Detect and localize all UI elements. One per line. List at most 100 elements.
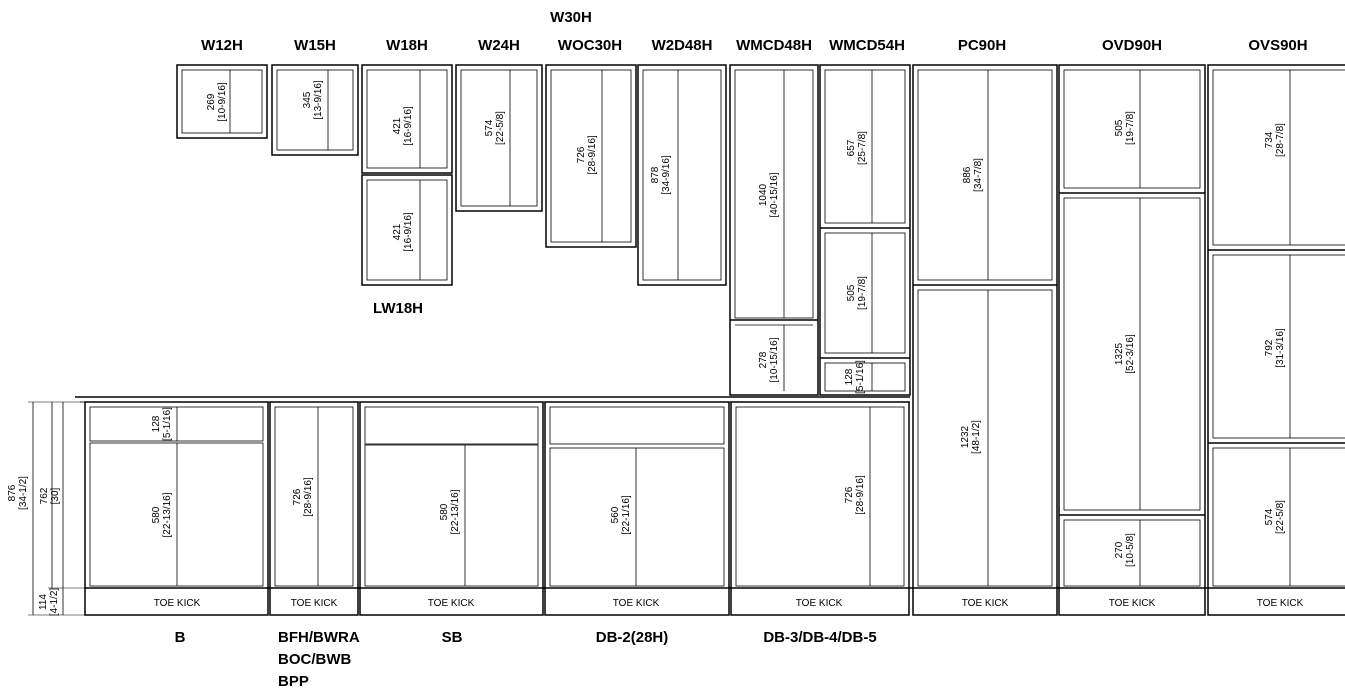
dim-w18h-mm: 421 bbox=[392, 117, 403, 134]
dim-ovs90h-c-in: [22-5/8] bbox=[1275, 500, 1286, 534]
label-ovd90h: OVD90H bbox=[1102, 37, 1162, 54]
dim-ovs90h-b-in: [31-3/16] bbox=[1275, 328, 1286, 368]
dim-w2d48h-mm: 878 bbox=[650, 166, 661, 183]
toe-kick-pc90h: TOE KICK bbox=[962, 598, 1009, 609]
ovs90h-cabinet bbox=[1207, 64, 1345, 616]
dim-lw18h-mm: 421 bbox=[392, 223, 403, 240]
dim-overall-mm: 876 bbox=[7, 484, 18, 501]
label-lw18h: LW18H bbox=[373, 300, 423, 317]
label-b: B bbox=[175, 629, 186, 646]
dimension-lines bbox=[176, 70, 1291, 615]
dim-woc30h-mm: 726 bbox=[576, 146, 587, 163]
dim-bfh-mm: 726 bbox=[292, 488, 303, 505]
db345-cabinet bbox=[730, 401, 910, 616]
label-w2d48h: W2D48H bbox=[652, 37, 713, 54]
label-ovs90h: OVS90H bbox=[1248, 37, 1307, 54]
dim-wmcd54h-c-in: [5-1/16] bbox=[855, 360, 866, 394]
toe-kick-labels: TOE KICK TOE KICK TOE KICK TOE KICK TOE … bbox=[154, 598, 1304, 609]
dim-wmcd48h-a-in: [40-15/16] bbox=[769, 172, 780, 217]
wmcd54h-cabinet bbox=[819, 64, 911, 396]
label-w30h: W30H bbox=[550, 9, 592, 26]
dim-db2-mm: 560 bbox=[610, 506, 621, 523]
label-boc-bwb: BOC/BWB bbox=[278, 651, 351, 668]
dim-sb-mm: 580 bbox=[439, 503, 450, 520]
label-w18h: W18H bbox=[386, 37, 428, 54]
dim-wmcd54h-a-mm: 657 bbox=[846, 139, 857, 156]
dim-db345-mm: 726 bbox=[844, 486, 855, 503]
w24h-cabinet bbox=[455, 64, 543, 212]
dim-ovd90h-c-in: [10-5/8] bbox=[1125, 533, 1136, 567]
w12h-cabinet bbox=[176, 64, 268, 139]
label-pc90h: PC90H bbox=[958, 37, 1006, 54]
dim-w18h-in: [16-9/16] bbox=[403, 106, 414, 146]
dim-ovd90h-a-mm: 505 bbox=[1114, 119, 1125, 136]
dim-ovd90h-b-in: [52-3/16] bbox=[1125, 334, 1136, 374]
dim-wmcd54h-b-in: [19-7/8] bbox=[857, 276, 868, 310]
label-w15h: W15H bbox=[294, 37, 336, 54]
dim-w2d48h-in: [34-9/16] bbox=[661, 155, 672, 195]
dim-ovs90h-c-mm: 574 bbox=[1264, 508, 1275, 525]
dim-sb-in: [22-13/16] bbox=[450, 489, 461, 534]
dim-pc90h-b-in: [48-1/2] bbox=[971, 420, 982, 454]
woc30h-cabinet bbox=[545, 64, 637, 248]
label-bfh-bwra: BFH/BWRA bbox=[278, 629, 360, 646]
w15h-cabinet bbox=[271, 64, 359, 156]
toe-kick-sb: TOE KICK bbox=[428, 598, 475, 609]
dim-b-b-in: [22-13/16] bbox=[162, 492, 173, 537]
dim-ovs90h-a-mm: 734 bbox=[1264, 131, 1275, 148]
dim-wmcd54h-b-mm: 505 bbox=[846, 284, 857, 301]
label-w12h: W12H bbox=[201, 37, 243, 54]
dim-w24h-in: [22-5/8] bbox=[495, 111, 506, 145]
toe-kick-ovs90h: TOE KICK bbox=[1257, 598, 1304, 609]
label-wmcd48h: WMCD48H bbox=[736, 37, 812, 54]
bottom-labels: B BFH/BWRA BOC/BWB BPP SB DB-2(28H) DB-3… bbox=[175, 629, 877, 690]
pc90h-cabinet bbox=[912, 64, 1058, 616]
dim-wmcd48h-b-in: [10-15/16] bbox=[769, 337, 780, 382]
dim-wmcd54h-c-mm: 128 bbox=[844, 368, 855, 385]
dim-wmcd48h-a-mm: 1040 bbox=[758, 183, 769, 206]
dim-w15h-mm: 345 bbox=[302, 91, 313, 108]
dim-kick-mm: 114 bbox=[38, 594, 49, 610]
dim-db2-in: [22-1/16] bbox=[621, 495, 632, 535]
dim-pc90h-a-mm: 886 bbox=[962, 166, 973, 183]
dim-overall-in: [34-1/2] bbox=[18, 476, 29, 510]
dim-w15h-in: [13-9/16] bbox=[313, 80, 324, 120]
dim-w12h-in: [10-9/16] bbox=[217, 82, 228, 122]
w2d48h-cabinet bbox=[637, 64, 727, 286]
b-cabinet bbox=[84, 401, 269, 616]
dim-pc90h-b-mm: 1232 bbox=[960, 425, 971, 448]
dim-base-mm: 762 bbox=[39, 487, 50, 504]
top-labels: W12H W15H W18H W24H W30H WOC30H W2D48H W… bbox=[201, 9, 1307, 317]
dim-woc30h-in: [28-9/16] bbox=[587, 135, 598, 175]
dim-b-b-mm: 580 bbox=[151, 506, 162, 523]
toe-kick-b: TOE KICK bbox=[154, 598, 201, 609]
dim-w24h-mm: 574 bbox=[484, 119, 495, 136]
label-woc30h: WOC30H bbox=[558, 37, 622, 54]
dim-wmcd48h-b-mm: 278 bbox=[758, 351, 769, 368]
dim-kick-in: [4-1/2] bbox=[49, 588, 60, 617]
label-db2: DB-2(28H) bbox=[596, 629, 669, 646]
dim-ovd90h-b-mm: 1325 bbox=[1114, 342, 1125, 365]
dim-b-a-in: [5-1/16] bbox=[162, 407, 173, 441]
lw18h-cabinet bbox=[361, 174, 453, 286]
label-wmcd54h: WMCD54H bbox=[829, 37, 905, 54]
db2-cabinet bbox=[544, 401, 730, 616]
dim-bfh-in: [28-9/16] bbox=[303, 477, 314, 517]
label-w24h: W24H bbox=[478, 37, 520, 54]
toe-kick-ovd90h: TOE KICK bbox=[1109, 598, 1156, 609]
dim-lw18h-in: [16-9/16] bbox=[403, 212, 414, 252]
toe-kick-bfh: TOE KICK bbox=[291, 598, 338, 609]
dim-ovd90h-c-mm: 270 bbox=[1114, 541, 1125, 558]
dim-base-in: [30] bbox=[50, 487, 61, 504]
toe-kick-db2: TOE KICK bbox=[613, 598, 660, 609]
label-db345: DB-3/DB-4/DB-5 bbox=[763, 629, 876, 646]
dim-pc90h-a-in: [34-7/8] bbox=[973, 158, 984, 192]
dim-ovs90h-b-mm: 792 bbox=[1264, 339, 1275, 356]
label-sb: SB bbox=[442, 629, 463, 646]
bfh-cabinet bbox=[269, 401, 359, 616]
w18h-cabinet bbox=[361, 64, 453, 174]
cabinet-outlines bbox=[28, 64, 1345, 616]
dim-b-a-mm: 128 bbox=[151, 415, 162, 432]
dim-ovd90h-a-in: [19-7/8] bbox=[1125, 111, 1136, 145]
